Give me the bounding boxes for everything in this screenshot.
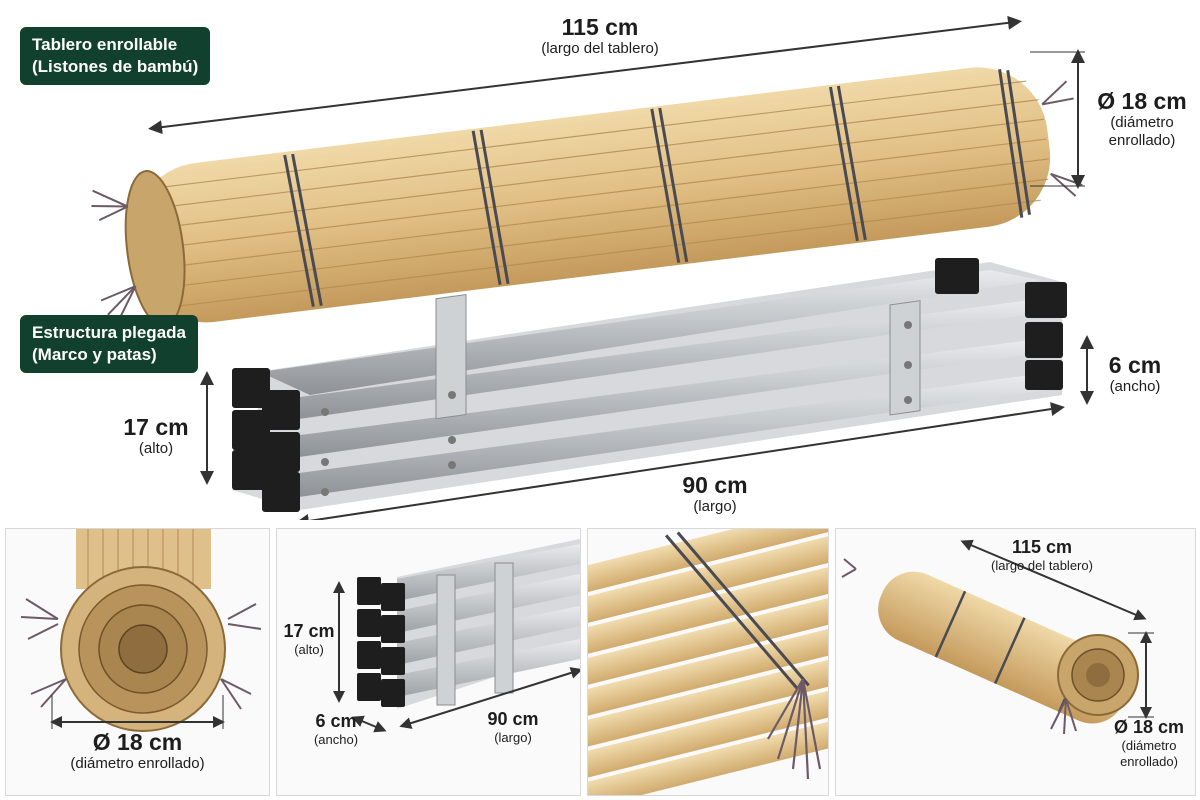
folded-frame-tag-line1: Estructura plegada [32,323,186,342]
rolled-length-arrow [148,15,1022,135]
frame-view-length-label: (largo) [494,730,532,745]
frame-length-label: (largo) [693,498,737,515]
panel-roll-view: 115 cm (largo del tablero) Ø 18 cm (diám… [835,528,1196,796]
frame-length-arrow [295,402,1065,520]
roll-view-illustration [841,539,1154,735]
frame-view-height-dimension: 17 cm (alto) [279,621,339,658]
roll-view-length-dimension: 115 cm (largo del tablero) [962,537,1122,574]
panel-closeup [587,528,829,796]
roll-view-diameter-label-1: (diámetro [1121,738,1177,753]
frame-view-illustration [333,539,580,733]
closeup-illustration [588,529,828,795]
roll-view-length-value: 115 cm [1011,537,1073,557]
rolled-diameter-dimension: Ø 18 cm (diámetro enrollado) [1088,88,1196,150]
frame-width-dimension: 6 cm (ancho) [1094,352,1176,396]
frame-view-width-arrow [351,715,387,733]
rolled-diameter-label-1: (diámetro [1110,114,1174,131]
roll-view-diameter-label-2: enrollado) [1120,754,1178,769]
frame-view-length-arrow [399,667,580,729]
panel-end-view: Ø 18 cm (diámetro enrollado) [5,528,270,796]
end-view-diameter-value: Ø 18 cm [92,729,183,755]
rolled-board-body [91,67,1083,358]
frame-view-height-value: 17 cm [283,621,335,641]
frame-width-value: 6 cm [1108,352,1162,378]
frame-view-height-label: (alto) [294,642,324,657]
panel-frame-view: 17 cm (alto) 6 cm (ancho) 90 cm (largo) [276,528,581,796]
roll-view-diameter-dimension: Ø 18 cm (diámetro enrollado) [1104,717,1194,770]
rolled-diameter-label-2: enrollado) [1108,132,1176,149]
frame-height-value: 17 cm [123,414,189,440]
frame-length-dimension: 90 cm (largo) [660,472,770,516]
roll-view-length-label: (largo del tablero) [991,558,1093,573]
folded-frame-tag-line2: (Marco y patas) [32,345,157,364]
frame-view-width-label: (ancho) [313,732,359,747]
rolled-board-tag-line1: Tablero enrollable [32,35,178,54]
roll-view-length-arrow [960,539,1147,621]
frame-view-width-dimension: 6 cm (ancho) [301,711,371,748]
frame-view-length-dimension: 90 cm (largo) [477,709,549,746]
frame-width-label: (ancho) [1109,378,1161,395]
frame-view-length-value: 90 cm [487,709,539,729]
end-view-diameter-label: (diámetro enrollado) [70,755,205,772]
roll-view-diameter-value: Ø 18 cm [1113,717,1185,737]
frame-length-value: 90 cm [682,472,748,498]
frame-height-dimension: 17 cm (alto) [108,414,204,458]
end-view-dimension: Ø 18 cm (diámetro enrollado) [6,729,269,773]
end-view-illustration [20,529,262,732]
frame-view-width-value: 6 cm [315,711,357,731]
frame-height-label: (alto) [138,440,174,457]
folded-frame-tag: Estructura plegada (Marco y patas) [20,315,198,373]
rolled-board-illustration [91,15,1094,520]
rolled-diameter-value: Ø 18 cm [1097,88,1187,114]
